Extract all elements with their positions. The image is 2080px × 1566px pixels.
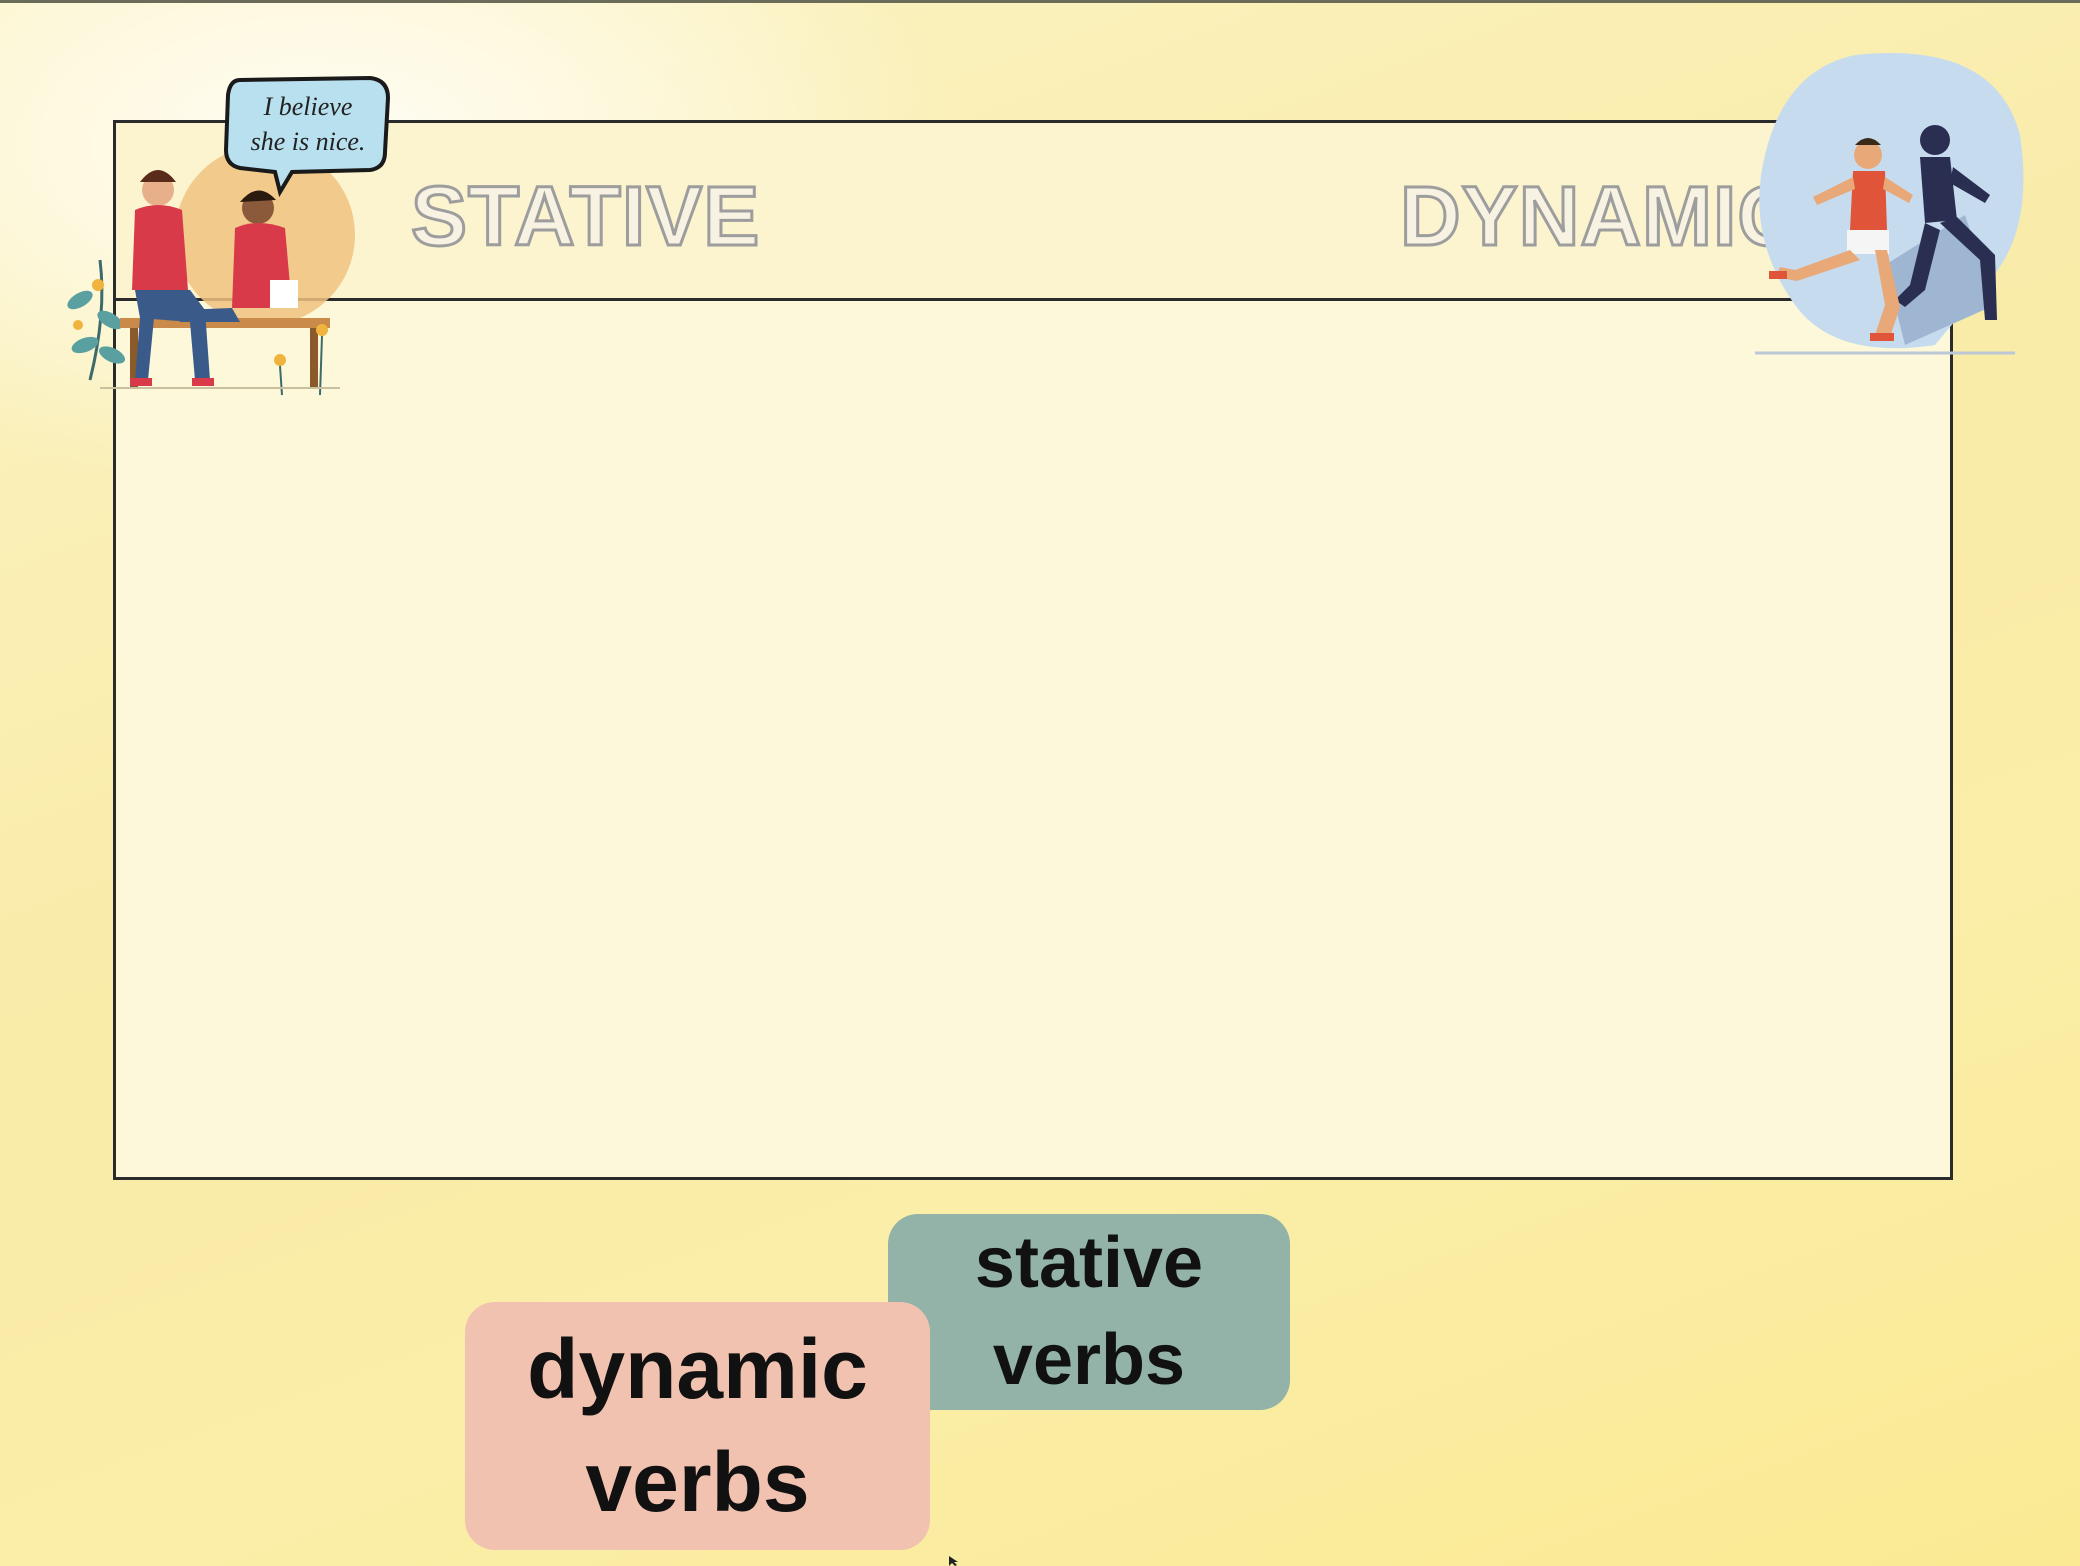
svg-text:she is nice.: she is nice.	[251, 127, 366, 156]
friends-bench-icon: I believe she is nice.	[67, 75, 391, 396]
plant-icon	[67, 259, 126, 381]
svg-text:I believe: I believe	[263, 92, 353, 121]
dynamic-title: DYNAMIC	[1399, 168, 1800, 265]
dynamic-card-line2: verbs	[585, 1435, 810, 1529]
mouse-pointer-icon	[949, 1556, 958, 1566]
speech-bubble-icon: I believe she is nice.	[223, 75, 391, 198]
runners-icon	[1755, 52, 2024, 355]
stative-card-line2: verbs	[992, 1320, 1186, 1400]
dynamic-verbs-card[interactable]: dynamic verbs	[465, 1302, 930, 1550]
stative-card-line1: stative	[974, 1222, 1204, 1303]
dynamic-card-line1: dynamic	[527, 1321, 868, 1416]
stative-verbs-card[interactable]: stative verbs	[888, 1214, 1290, 1410]
stative-title: STATIVE	[409, 168, 761, 265]
top-border	[0, 0, 2080, 3]
